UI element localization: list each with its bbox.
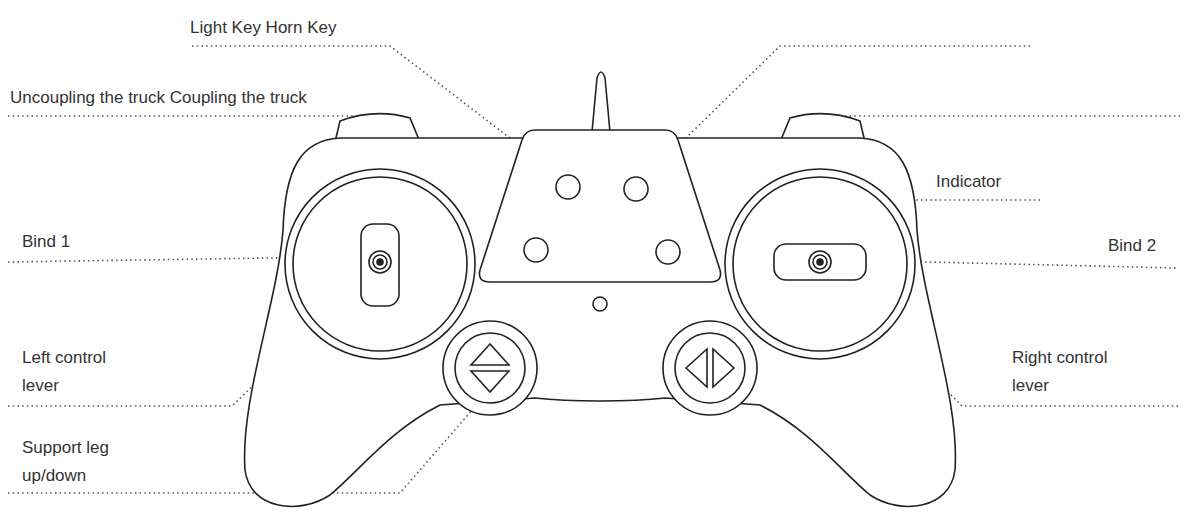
right-lever-slot — [774, 244, 866, 280]
leader-line — [8, 115, 372, 117]
bind-2-button — [656, 240, 680, 264]
antenna — [592, 72, 610, 132]
down-arrow — [471, 371, 509, 392]
right-stick-ring — [733, 177, 907, 351]
left-control-lever — [373, 255, 387, 269]
indicator-light — [593, 297, 607, 311]
right-control-lever — [813, 255, 827, 269]
part-label: Uncoupling the truck Coupling the truck — [10, 84, 307, 112]
bind-1-button — [524, 238, 548, 262]
part-label: Right control lever — [1012, 344, 1112, 400]
up-arrow — [471, 344, 509, 365]
left-control-lever — [377, 259, 383, 265]
leader-line — [812, 115, 1180, 117]
part-label: Left control lever — [22, 344, 122, 400]
light-key — [556, 175, 580, 199]
part-label: Bind 1 — [22, 228, 70, 256]
center-panel — [479, 130, 720, 282]
left-control-lever — [369, 251, 391, 273]
coupling-pad — [663, 321, 757, 415]
left-arrow — [686, 349, 707, 387]
controller — [245, 72, 956, 506]
right-arrow — [713, 349, 734, 387]
left-stick-ring — [293, 177, 467, 351]
left-stick-ring — [285, 169, 475, 359]
part-label: Support leg up/down — [22, 434, 122, 490]
part-label: Light Key Horn Key — [190, 14, 336, 42]
right-control-lever — [817, 259, 823, 265]
horn-key — [624, 177, 648, 201]
part-label: Indicator — [936, 168, 1001, 196]
right-control-lever — [809, 251, 831, 273]
coupling-pad — [675, 333, 745, 403]
support-leg-pad — [443, 321, 537, 415]
part-label: Bind 2 — [1108, 232, 1156, 260]
leader-lines — [8, 46, 1180, 493]
right-stick-ring — [725, 169, 915, 359]
support-leg-pad — [455, 333, 525, 403]
left-lever-slot — [361, 224, 399, 306]
